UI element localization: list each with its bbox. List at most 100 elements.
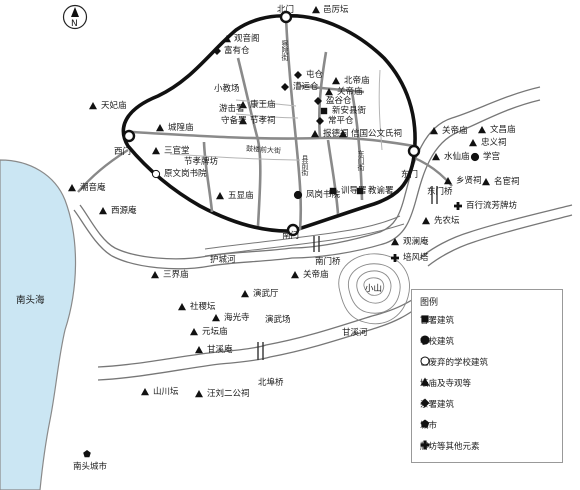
triangle-icon	[156, 124, 164, 132]
legend-label: 杂署建筑	[420, 400, 455, 410]
street-label: 察院街	[281, 40, 289, 61]
sea-area	[0, 159, 77, 490]
triangle-icon	[190, 328, 198, 336]
triangle-icon	[469, 139, 477, 147]
moat-channel-bank	[204, 223, 405, 257]
cross-icon	[420, 440, 430, 450]
place-label: 游击署	[219, 104, 245, 114]
place-label: 忠义祠	[481, 138, 507, 148]
triangle-icon	[325, 88, 333, 96]
place-label: 关帝庙	[442, 126, 468, 136]
place-label: 凤岗书院	[306, 190, 341, 200]
north-arrow: N	[62, 4, 88, 30]
river-main-bank	[73, 99, 541, 270]
triangle-icon	[312, 6, 320, 14]
legend-item: 学校建筑	[420, 335, 454, 347]
place-label: 汪刘二公祠	[207, 389, 250, 399]
place-label: 南门	[282, 231, 300, 241]
place-label: 东门	[401, 170, 419, 180]
bridge-marks	[257, 186, 438, 360]
river-south	[97, 299, 413, 368]
diamond-icon	[420, 398, 430, 408]
diamond-icon	[314, 97, 322, 105]
map-legend: 图例 官署建筑学校建筑已废弃的学校建筑坛庙及寺观等杂署建筑城市牌坊等其他元素	[411, 289, 563, 463]
triangle-icon	[478, 126, 486, 134]
square-icon	[320, 107, 328, 115]
place-label: 南头城市	[73, 462, 108, 472]
north-label: N	[71, 19, 78, 29]
place-label: 山川坛	[153, 387, 179, 397]
pentagon-icon	[420, 419, 430, 428]
place-label: 富有仓	[224, 46, 250, 56]
triangle-icon	[68, 184, 76, 192]
place-label: 漕运仓	[293, 82, 319, 92]
ring-icon	[151, 169, 161, 179]
place-label: 演武场	[265, 315, 291, 325]
triangle-icon	[422, 217, 430, 225]
place-label: 元坛庙	[202, 327, 228, 337]
city-wall	[121, 14, 417, 233]
place-label: 教谕署	[368, 186, 394, 196]
place-label: 培风塔	[403, 253, 429, 263]
river-main	[79, 86, 541, 260]
triangle-icon	[89, 102, 97, 110]
diamond-icon	[213, 47, 221, 55]
place-label: 新安县衙	[332, 106, 367, 116]
place-label: 训导署	[341, 186, 367, 196]
triangle-icon	[432, 153, 440, 161]
square-icon	[356, 187, 364, 195]
place-label: 西源庵	[111, 206, 137, 216]
legend-item: 官署建筑	[420, 314, 454, 326]
triangle-icon	[430, 127, 438, 135]
triangle-icon	[291, 271, 299, 279]
hill-contours	[338, 253, 410, 325]
place-label: 甘溪庵	[207, 345, 233, 355]
street-label: 县前街	[301, 155, 309, 176]
diamond-icon	[294, 71, 302, 79]
triangle-icon	[311, 130, 319, 138]
legend-title: 图例	[420, 298, 439, 308]
cross-icon	[391, 254, 399, 262]
place-label: 演武厅	[253, 289, 279, 299]
triangle-icon	[212, 314, 220, 322]
place-label: 观音阁	[234, 34, 260, 44]
place-label: 百行流芳牌坊	[466, 201, 518, 211]
place-label: 常平仓	[328, 116, 354, 126]
triangle-icon	[444, 177, 452, 185]
compass-icon	[62, 4, 88, 30]
place-label: 天妃庙	[101, 101, 127, 111]
place-label: 北门	[277, 5, 295, 15]
place-label: 护城河	[210, 255, 236, 265]
circle-icon	[293, 190, 303, 200]
river-east-bank	[427, 214, 573, 267]
place-label: 关帝庙	[303, 270, 329, 280]
triangle-icon	[241, 290, 249, 298]
triangle-icon	[195, 390, 203, 398]
place-label: 南门桥	[315, 257, 341, 267]
place-label: 北帝庙	[344, 76, 370, 86]
legend-label: 牌坊等其他元素	[420, 442, 480, 452]
legend-label: 城市	[420, 421, 438, 431]
triangle-icon	[178, 303, 186, 311]
place-label: 名宦祠	[494, 177, 520, 187]
place-label: 文昌庙	[490, 125, 516, 135]
square-icon	[329, 187, 337, 195]
triangle-icon	[482, 178, 490, 186]
triangle-icon	[141, 388, 149, 396]
pentagon-icon	[83, 450, 91, 458]
place-label: 屯仓	[306, 70, 324, 80]
place-label: 守备署	[221, 116, 247, 126]
sea-label: 南头海	[16, 295, 45, 306]
legend-item: 已废弃的学校建筑	[420, 356, 488, 368]
place-label: 东门桥	[427, 187, 453, 197]
place-label: 关帝庙	[337, 87, 363, 97]
triangle-icon	[99, 207, 107, 215]
legend-label: 学校建筑	[420, 337, 455, 347]
legend-item: 牌坊等其他元素	[420, 440, 480, 452]
triangle-icon	[223, 35, 231, 43]
place-label: 节孝祠	[250, 116, 276, 126]
place-label: 原文岗书院	[164, 169, 207, 179]
